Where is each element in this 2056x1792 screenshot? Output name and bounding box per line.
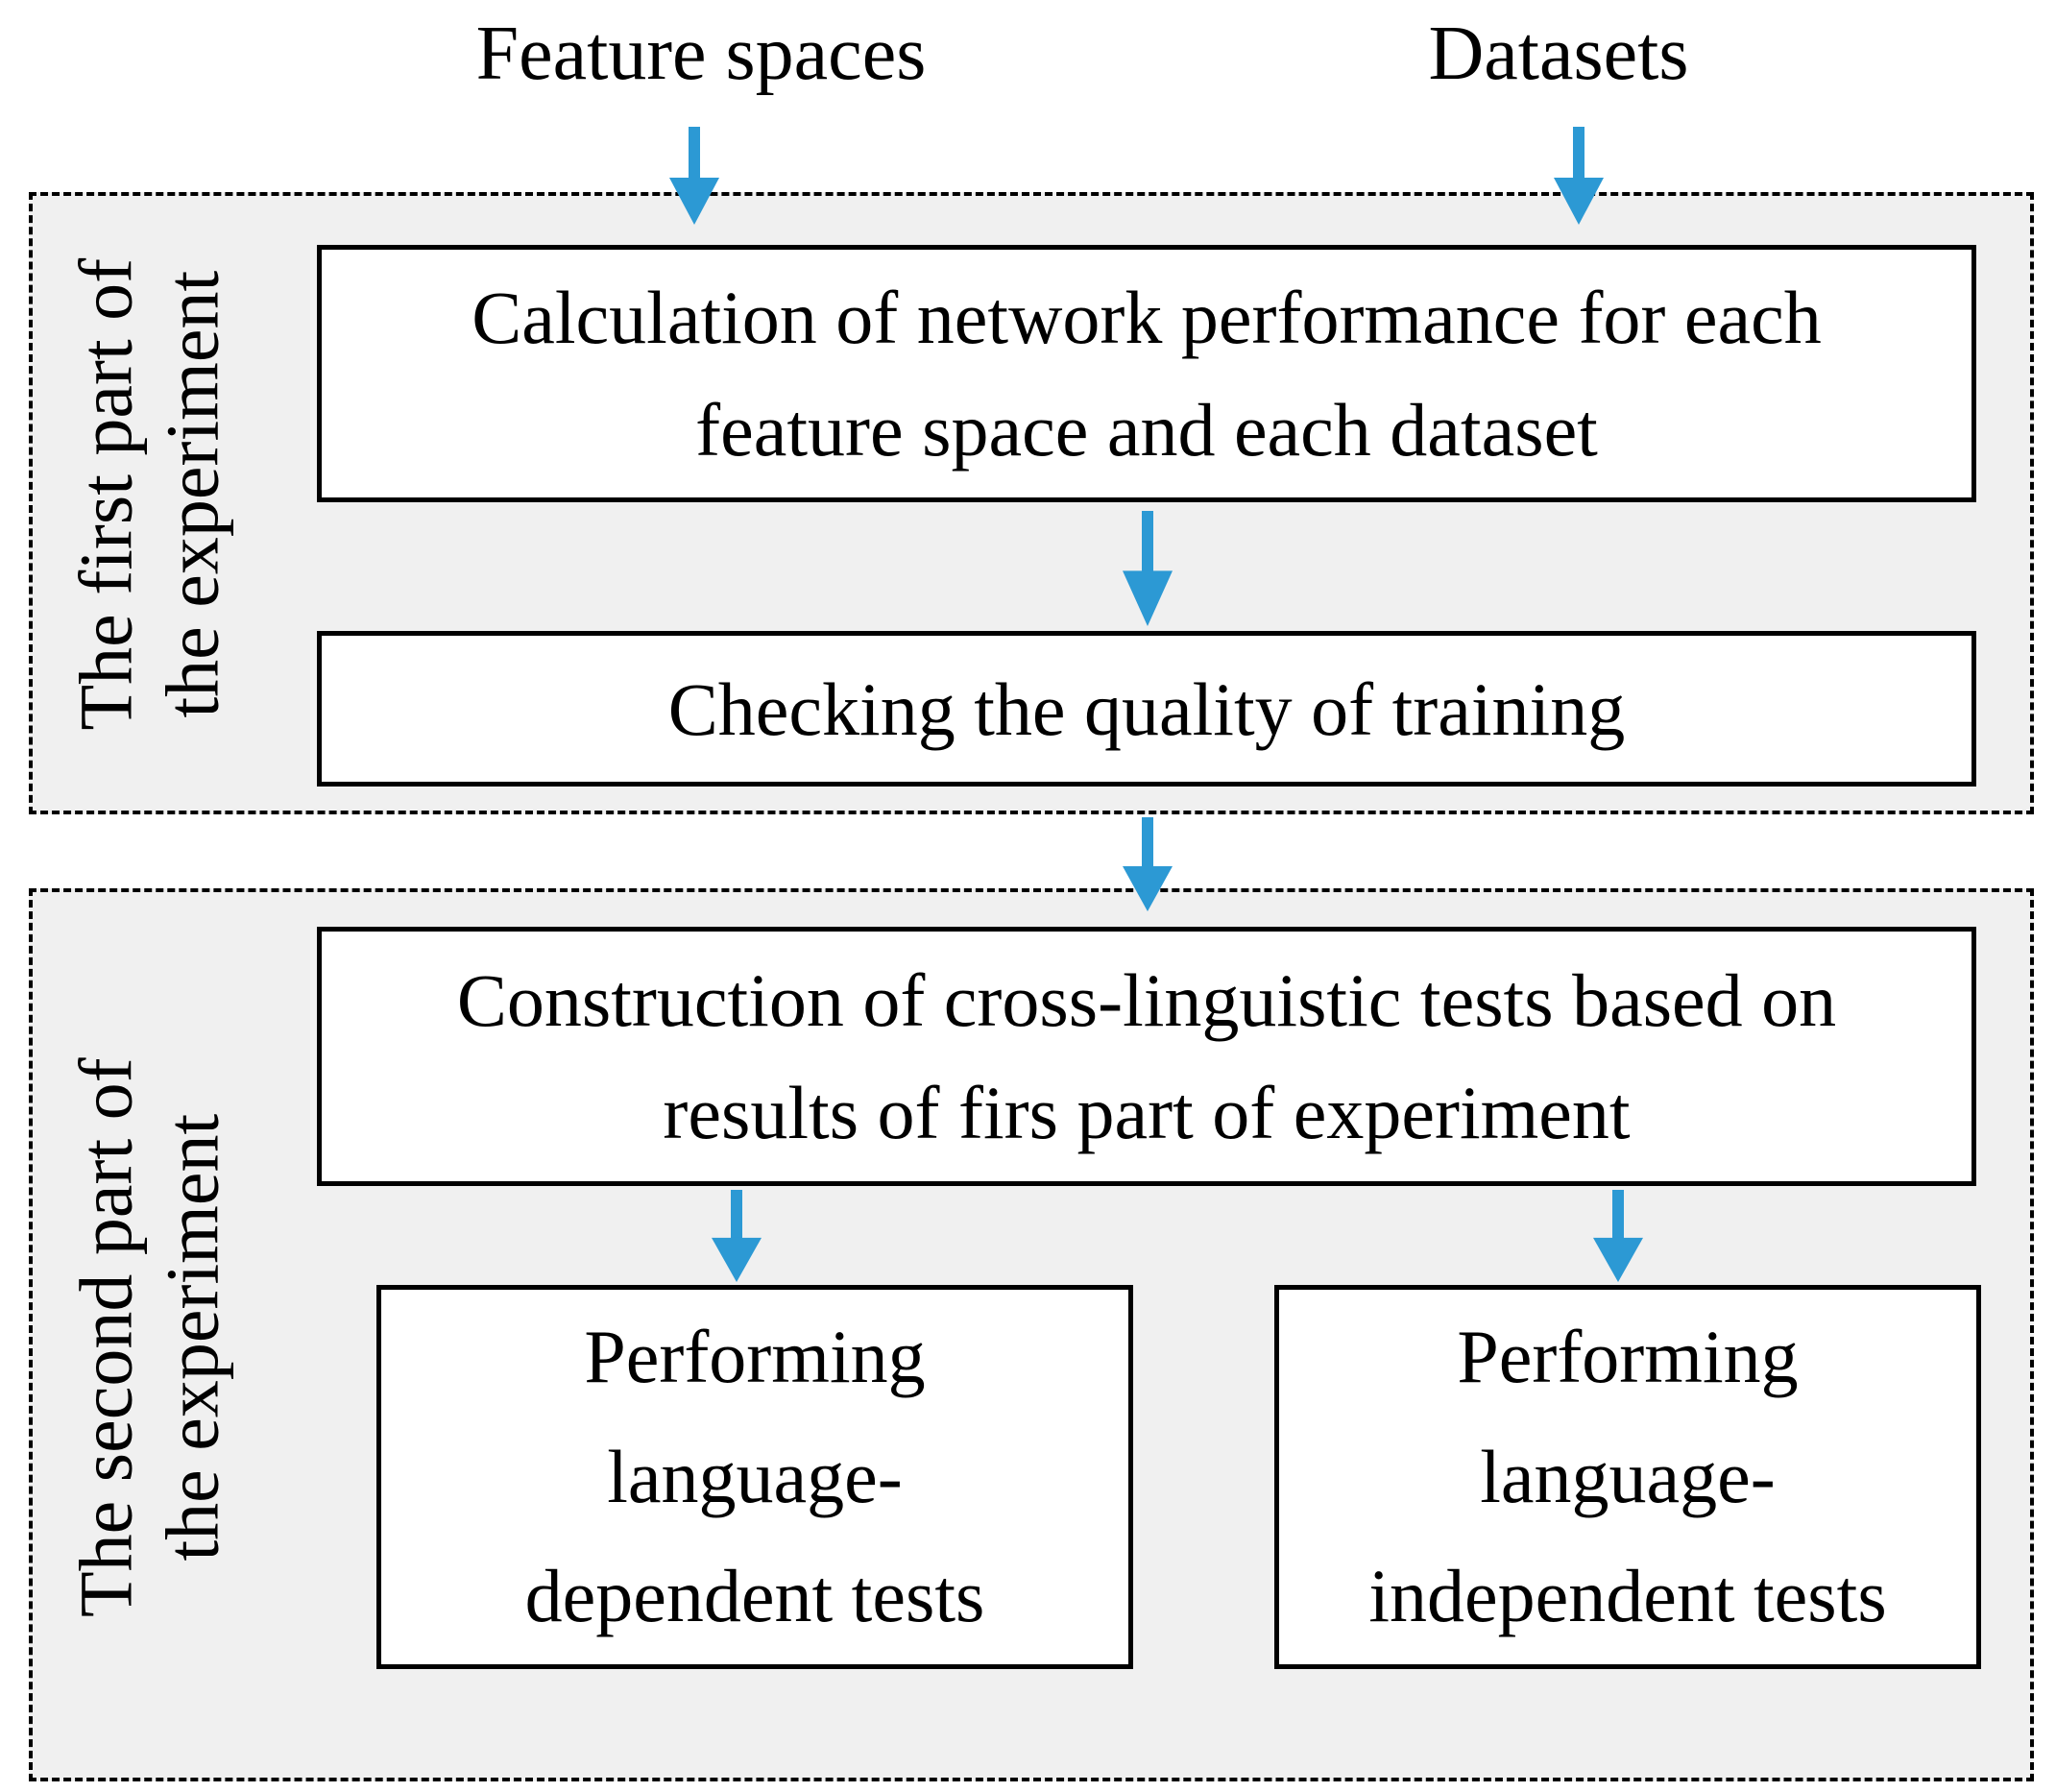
box-language-independent-tests: Performing language- independent tests — [1274, 1285, 1981, 1669]
arrow-shaft — [1142, 817, 1153, 870]
down-arrow-icon-to-independent — [1593, 1190, 1643, 1282]
down-arrow-icon-to-dependent — [712, 1190, 762, 1282]
box-text-line: results of firs part of experiment — [663, 1071, 1631, 1154]
box-text-line: language- — [1480, 1434, 1776, 1518]
box-text-line: feature space and each dataset — [695, 388, 1598, 472]
input-label-datasets: Datasets — [1428, 12, 1689, 96]
box-text-line: Checking the quality of training — [667, 666, 1626, 751]
down-arrow-icon-calculation-to-checking — [1123, 511, 1173, 626]
box-calculation: Calculation of network performance for e… — [317, 245, 1976, 502]
box-construction: Construction of cross-linguistic tests b… — [317, 927, 1976, 1186]
side-label-first-part: The first part of the experiment — [62, 158, 234, 831]
side-label-second-part: The second part of the experiment — [62, 1002, 234, 1674]
arrow-head — [1554, 178, 1604, 225]
side-label-line: the experiment — [150, 270, 233, 718]
arrow-head — [1123, 570, 1173, 626]
arrow-shaft — [731, 1190, 742, 1242]
box-checking: Checking the quality of training — [317, 631, 1976, 787]
arrow-shaft — [1573, 127, 1584, 182]
arrow-shaft — [1612, 1190, 1624, 1242]
down-arrow-icon-datasets — [1554, 127, 1604, 225]
box-text-line: language- — [607, 1434, 903, 1518]
arrow-head — [669, 178, 719, 225]
arrow-head — [712, 1237, 762, 1282]
down-arrow-icon-section1-to-section2 — [1123, 817, 1173, 911]
arrow-head — [1123, 865, 1173, 911]
box-text-line: Calculation of network performance for e… — [472, 276, 1822, 359]
side-label-line: The first part of — [63, 257, 148, 731]
box-text-line: Construction of cross-linguistic tests b… — [456, 958, 1837, 1042]
side-label-line: the experiment — [150, 1113, 233, 1562]
down-arrow-icon-feature-spaces — [669, 127, 719, 225]
box-language-dependent-tests: Performing language- dependent tests — [376, 1285, 1133, 1669]
side-label-line: The second part of — [63, 1057, 148, 1617]
arrow-shaft — [1142, 511, 1153, 576]
arrow-head — [1593, 1237, 1643, 1282]
box-text-line: Performing — [1457, 1314, 1799, 1398]
box-text-line: independent tests — [1368, 1554, 1887, 1638]
arrow-shaft — [689, 127, 700, 182]
input-label-feature-spaces: Feature spaces — [475, 12, 927, 96]
box-text-line: Performing — [584, 1314, 926, 1398]
box-text-line: dependent tests — [524, 1554, 985, 1638]
